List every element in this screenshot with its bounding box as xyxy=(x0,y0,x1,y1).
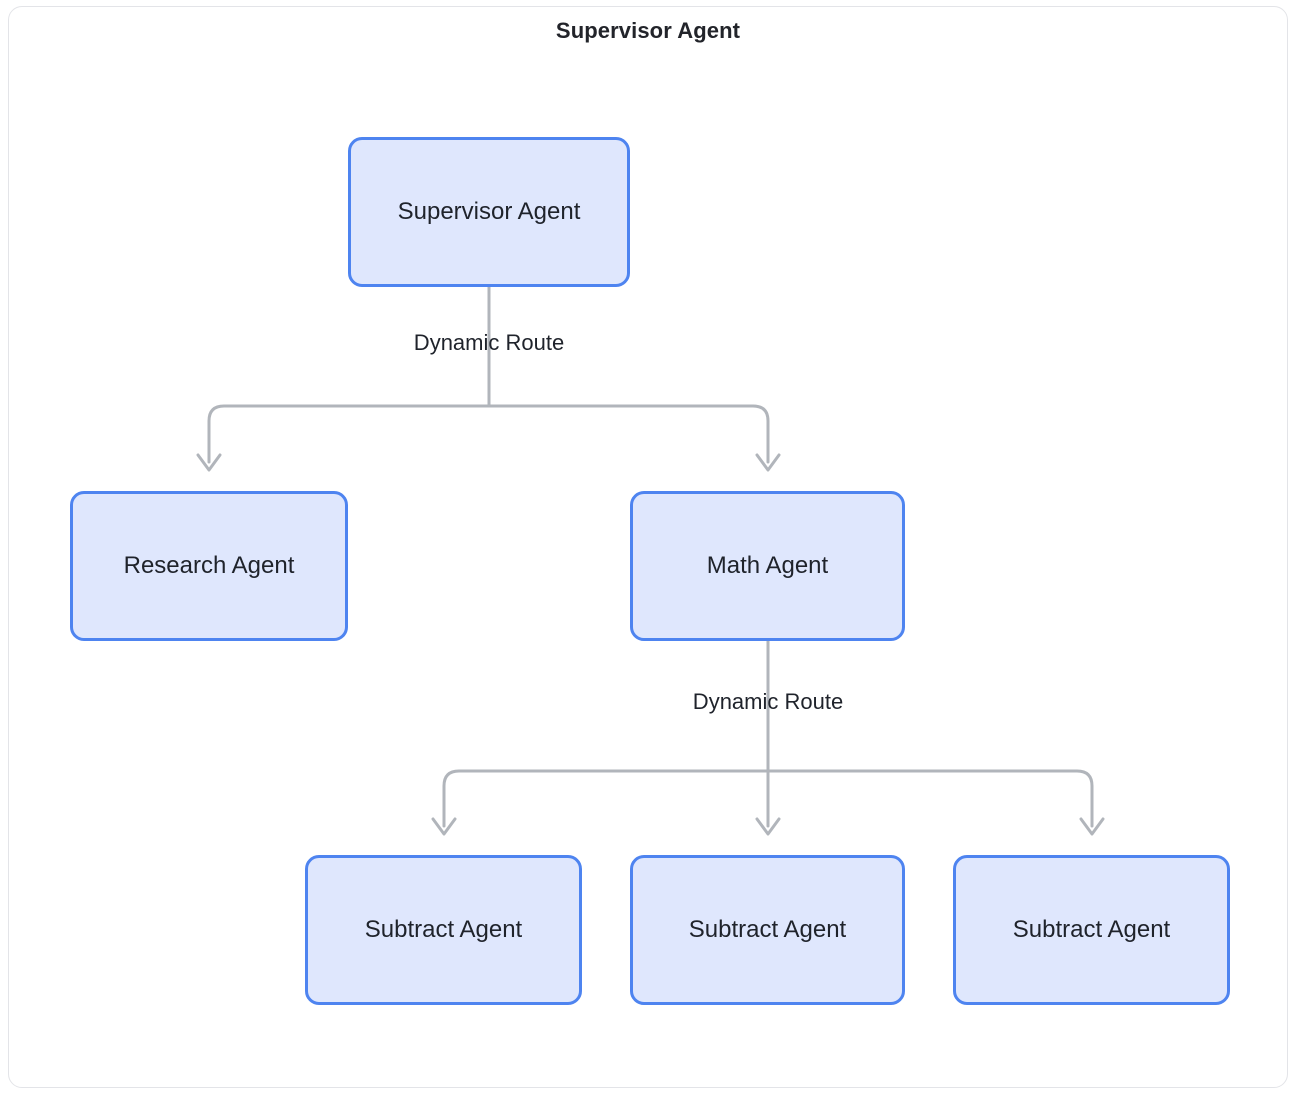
node-label: Research Agent xyxy=(123,551,295,579)
node-label: Subtract Agent xyxy=(1012,915,1171,943)
node-label: Subtract Agent xyxy=(688,915,847,943)
node-label: Supervisor Agent xyxy=(397,197,581,225)
node-label: Subtract Agent xyxy=(364,915,523,943)
edge-label-dynamic-route-1: Dynamic Route xyxy=(413,330,565,355)
node-research-agent[interactable]: Research Agent xyxy=(70,491,348,641)
node-label: Math Agent xyxy=(706,551,829,579)
page-title: Supervisor Agent xyxy=(555,18,741,43)
node-supervisor-agent[interactable]: Supervisor Agent xyxy=(348,137,630,287)
node-subtract-agent-3[interactable]: Subtract Agent xyxy=(953,855,1230,1005)
edge-label-dynamic-route-2: Dynamic Route xyxy=(692,689,844,714)
node-math-agent[interactable]: Math Agent xyxy=(630,491,905,641)
node-subtract-agent-2[interactable]: Subtract Agent xyxy=(630,855,905,1005)
node-subtract-agent-1[interactable]: Subtract Agent xyxy=(305,855,582,1005)
